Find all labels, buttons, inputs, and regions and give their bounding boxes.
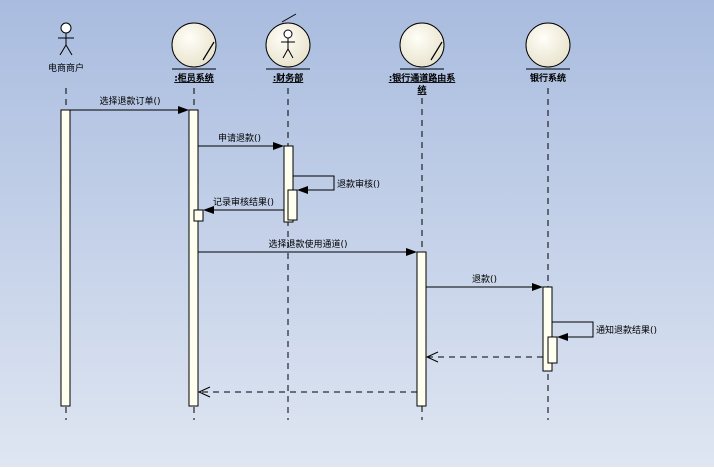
arrowhead-icon <box>273 142 284 150</box>
message-apply-refund[interactable]: 申请退款() <box>198 132 284 150</box>
return-message-routing-to-teller[interactable] <box>197 386 417 398</box>
message-refund-review-self[interactable]: 退款审核() <box>293 175 380 194</box>
message-label: 通知退款结果() <box>596 324 657 336</box>
message-label: 退款() <box>472 273 497 285</box>
participant-bank-routing-system[interactable]: :银行通道路由系 统 <box>389 22 456 96</box>
activation-bar-bank-system[interactable] <box>542 286 553 372</box>
activation-bars <box>60 109 558 407</box>
participant-label-line1: :银行通道路由系 <box>389 72 456 84</box>
participant-label: :柜员系统 <box>174 72 214 84</box>
activation-bar-teller-system[interactable] <box>188 109 199 407</box>
message-label: 退款审核() <box>337 178 380 190</box>
arrowhead-icon <box>532 283 543 291</box>
activation-bar-finance-nested[interactable] <box>287 189 298 221</box>
participant-label: 电商商户 <box>48 62 84 74</box>
arrowhead-icon <box>178 106 189 114</box>
participant-teller-system[interactable]: :柜员系统 <box>171 22 217 84</box>
boundary-ball-icon <box>171 22 217 68</box>
return-message-bank-to-routing[interactable] <box>425 351 543 363</box>
message-refund[interactable]: 退款() <box>426 273 543 291</box>
message-record-review-result[interactable]: 记录审核结果() <box>203 196 284 214</box>
participant-merchant[interactable]: 电商商户 <box>48 22 84 74</box>
open-arrowhead-icon <box>197 386 211 398</box>
arrowhead-icon <box>297 186 308 194</box>
arrowhead-icon <box>557 333 568 341</box>
activation-bar-teller-nested[interactable] <box>193 209 204 222</box>
message-label: 选择退款使用通道() <box>268 238 347 250</box>
activation-bar-bank-routing[interactable] <box>416 251 427 407</box>
boundary-ball-icon <box>525 22 571 68</box>
arrowhead-icon <box>406 248 417 256</box>
message-label: 记录审核结果() <box>213 196 274 208</box>
message-select-refund-order[interactable]: 选择退款订单() <box>70 95 189 114</box>
arrowhead-icon <box>203 206 214 214</box>
actor-icon <box>58 22 74 56</box>
participant-finance-dept[interactable]: :财务部 <box>265 13 311 84</box>
participant-label: :财务部 <box>273 72 304 84</box>
activation-bar-bank-nested[interactable] <box>547 336 558 364</box>
message-label: 选择退款订单() <box>99 95 160 107</box>
participant-label: 银行系统 <box>530 72 566 84</box>
activation-bar-merchant[interactable] <box>60 109 71 407</box>
boundary-ball-icon <box>399 22 445 68</box>
message-select-refund-channel[interactable]: 选择退款使用通道() <box>198 238 417 256</box>
activation-bar-finance-dept[interactable] <box>283 145 294 223</box>
participant-bank-system[interactable]: 银行系统 <box>525 22 571 84</box>
participant-label-line2: 统 <box>417 84 426 96</box>
message-label: 申请退款() <box>218 132 261 144</box>
open-arrowhead-icon <box>425 351 439 363</box>
actor-in-circle-icon <box>265 13 311 68</box>
message-notify-refund-result-self[interactable]: 通知退款结果() <box>552 321 657 341</box>
